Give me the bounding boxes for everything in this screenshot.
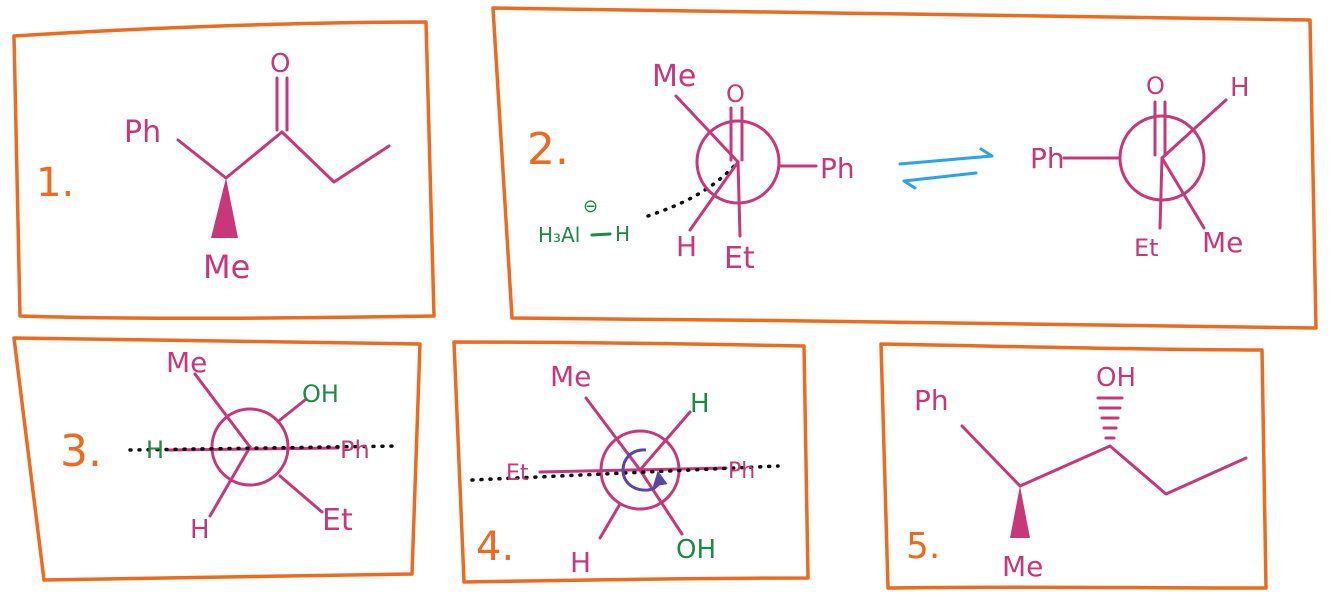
wedge-bond: [211, 178, 238, 238]
hydride-trajectory: [128, 444, 400, 452]
panel-3-number: 3.: [60, 426, 102, 477]
left-phenyl-label: Ph: [820, 152, 855, 185]
reverse-arrow: [902, 171, 978, 190]
methyl-label: Me: [550, 360, 591, 393]
forward-arrow: [898, 147, 994, 166]
hydrogen-bottom-label: H: [570, 546, 591, 579]
panel-2-number: 2.: [527, 124, 569, 175]
panel-4-frame: [452, 340, 810, 584]
left-newman-projection: [674, 94, 818, 238]
panel-2: 2. ⊖ H₃Al H Me O Ph H Et: [491, 6, 1318, 330]
phenyl-label: Ph: [124, 115, 161, 150]
panel-4-number: 4.: [476, 524, 514, 570]
left-hydrogen-label: H: [676, 230, 697, 263]
front-bond-methyl: [674, 94, 740, 164]
panel-1-frame: [12, 20, 436, 321]
methyl-label: Me: [166, 346, 207, 379]
front-bond-ethyl: [736, 160, 742, 238]
carbonyl-oxygen-label: O: [270, 49, 290, 79]
panel-3-frame: [12, 336, 422, 582]
hydroxyl-label: OH: [302, 380, 339, 408]
ketone-backbone: [176, 130, 391, 184]
back-bond-ethyl: [278, 474, 324, 514]
right-oxygen-label: O: [1146, 72, 1165, 100]
methyl-label: Me: [203, 248, 250, 286]
phenyl-label: Ph: [340, 436, 370, 464]
panel-4: 4. Me H Et Ph H OH: [452, 340, 810, 584]
ethyl-label: Et: [322, 503, 353, 538]
al-h-bond: [590, 232, 612, 237]
hydrogen-label: H: [190, 515, 210, 545]
front-bond-hydrogen: [1160, 98, 1228, 160]
right-hydrogen-label: H: [1230, 73, 1250, 103]
axis-bond: [538, 466, 728, 474]
right-newman-projection: [1062, 98, 1228, 230]
left-oxygen-label: O: [726, 80, 745, 108]
aluminate-label: H₃Al: [538, 223, 580, 247]
axis-trajectory: [470, 464, 780, 482]
newman-projection-3: [128, 372, 400, 518]
front-bond-hydrogen: [688, 160, 740, 232]
panel-3: 3. Me OH H Ph H Et: [12, 336, 422, 582]
panel-5: 5. OH Ph Me: [879, 342, 1268, 590]
wedge-bond: [1010, 486, 1030, 538]
front-bond-hydrogen-top: [638, 410, 692, 472]
left-methyl-label: Me: [652, 59, 696, 94]
phenyl-label: Ph: [728, 459, 755, 484]
right-methyl-label: Me: [1202, 226, 1243, 259]
back-bond-hydroxyl: [278, 398, 307, 422]
panel-2-frame: [491, 6, 1318, 330]
rotation-arrow: [621, 448, 668, 492]
phenyl-label: Ph: [914, 384, 949, 417]
aluminate-charge: ⊖: [583, 196, 598, 217]
panel-5-frame: [879, 342, 1268, 590]
methyl-label: Me: [1002, 550, 1043, 583]
front-bond-methyl: [193, 372, 252, 449]
front-bond-methyl: [1160, 156, 1206, 230]
panel-5-number: 5.: [906, 526, 940, 567]
hydride-label: H: [615, 222, 630, 246]
equilibrium-arrows: [898, 147, 994, 190]
hashed-wedge-bond: [1096, 396, 1124, 440]
back-bond-hydrogen-bottom: [598, 502, 622, 540]
hydride-attack-trajectory: [646, 162, 738, 218]
panel-5-skeleton: [960, 396, 1248, 538]
panel-1-number: 1.: [36, 160, 74, 206]
new-hydrogen-label: H: [146, 436, 164, 464]
newman-circle: [210, 407, 290, 487]
panel-1-skeleton: [176, 76, 391, 238]
front-bond-methyl: [584, 396, 642, 472]
panel-1: 1. O Ph Me: [12, 20, 436, 321]
hydroxyl-label: OH: [1096, 363, 1136, 393]
alcohol-backbone: [960, 424, 1248, 496]
ethyl-label: Et: [506, 461, 529, 486]
front-bond-hydroxyl: [638, 468, 684, 536]
hydroxyl-label: OH: [676, 535, 716, 565]
newman-projection-4: [470, 396, 780, 540]
hydrogen-top-label: H: [690, 389, 710, 419]
front-bond-hydrogen: [208, 445, 252, 518]
left-ethyl-label: Et: [724, 241, 755, 276]
right-ethyl-label: Et: [1134, 234, 1159, 262]
front-bond-ethyl: [1158, 156, 1164, 230]
right-phenyl-label: Ph: [1030, 142, 1065, 175]
